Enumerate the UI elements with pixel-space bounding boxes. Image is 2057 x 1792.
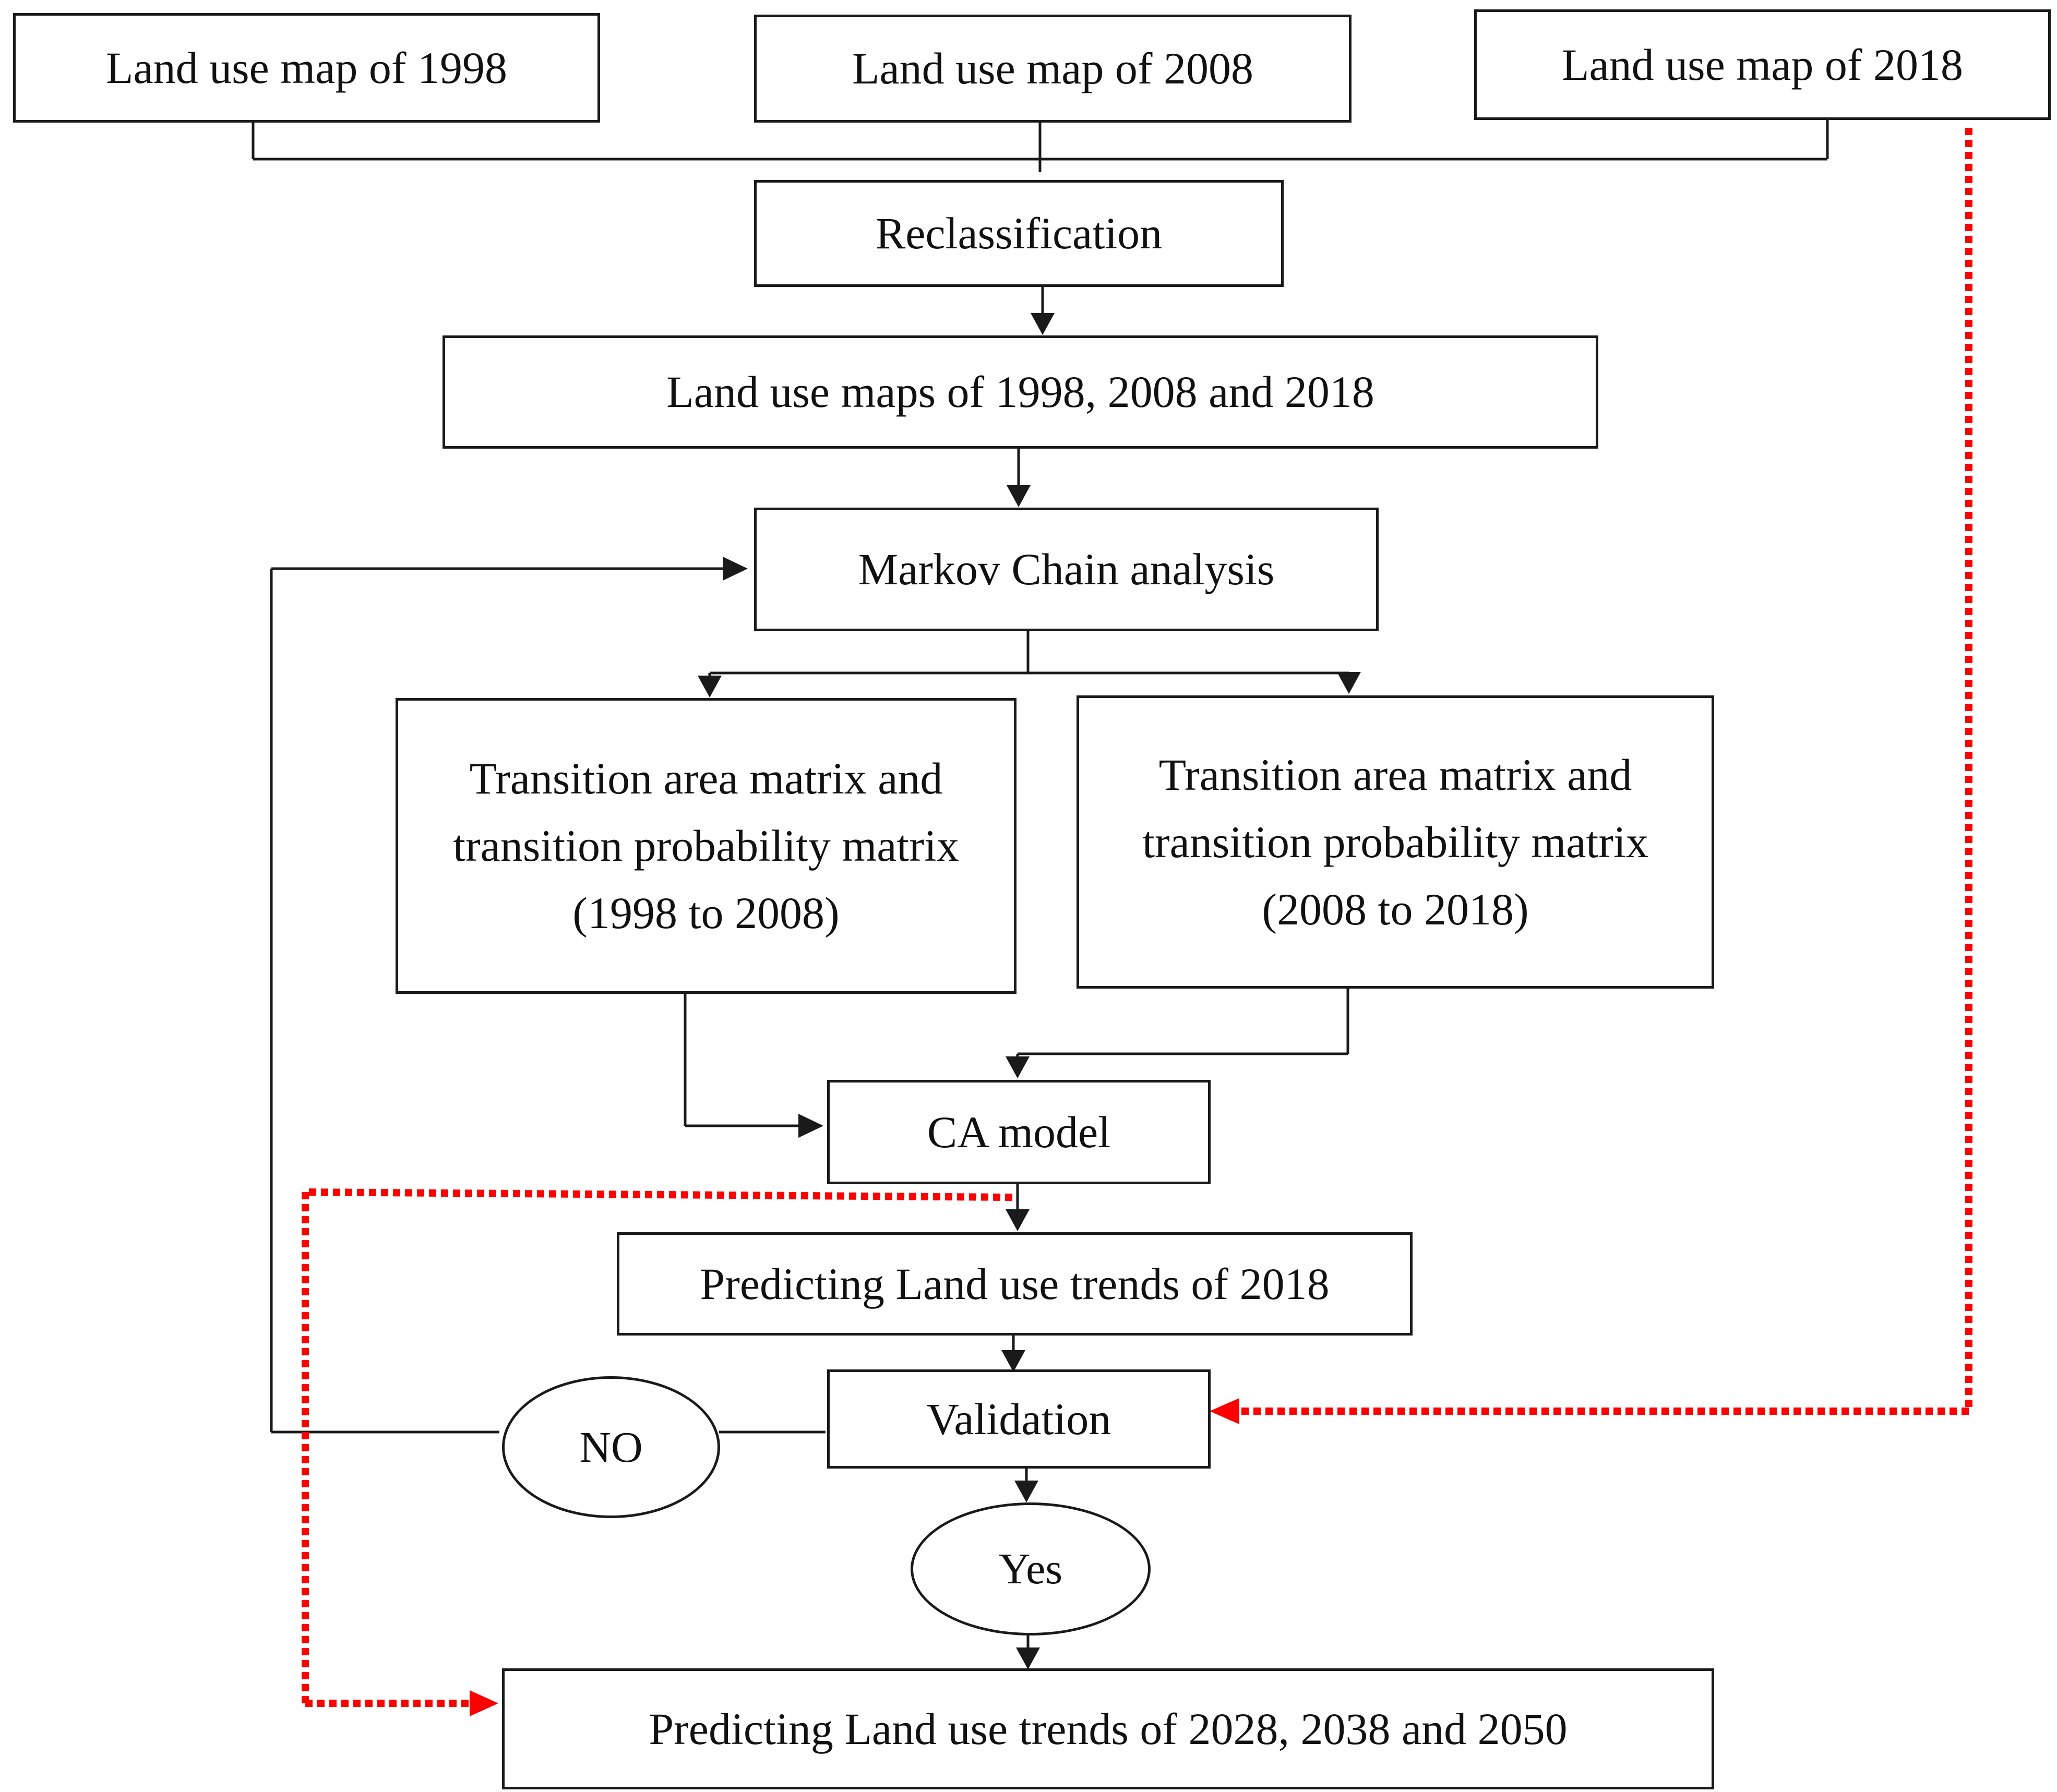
ca-model-box: CA model [827,1080,1211,1184]
transition-a-line3: (1998 to 2008) [572,888,840,938]
land-use-map-1998-label: Land use map of 1998 [105,42,508,93]
transition-b-line1: Transition area matrix and [1158,749,1632,800]
land-use-map-2018-label: Land use map of 2018 [1561,39,1964,90]
land-use-maps-all-box: Land use maps of 1998, 2008 and 2018 [443,335,1598,449]
ca-model-label: CA model [927,1107,1111,1157]
predict-2018-label: Predicting Land use trends of 2018 [700,1258,1330,1309]
land-use-map-2008-box: Land use map of 2008 [754,15,1352,123]
reclassification-box: Reclassification [754,180,1284,287]
predict-future-box: Predicting Land use trends of 2028, 2038… [502,1668,1714,1789]
predict-2018-box: Predicting Land use trends of 2018 [617,1232,1413,1336]
validation-label: Validation [926,1393,1111,1444]
yes-label: Yes [998,1545,1063,1593]
land-use-map-1998-box: Land use map of 1998 [13,13,600,123]
red-arrowheads [470,1398,1239,1716]
land-use-map-2008-label: Land use map of 2008 [852,43,1254,93]
no-decision-oval: NO [502,1376,720,1518]
yes-decision-oval: Yes [911,1502,1151,1635]
transition-a-line1: Transition area matrix and [469,753,943,803]
no-label: NO [579,1423,643,1472]
transition-b-line3: (2008 to 2018) [1262,884,1529,934]
transition-b-line2: transition probability matrix [1142,816,1648,867]
reclassification-label: Reclassification [875,208,1163,258]
markov-chain-box: Markov Chain analysis [754,508,1379,631]
markov-chain-label: Markov Chain analysis [858,544,1275,594]
validation-box: Validation [827,1369,1211,1469]
transition-matrix-1998-2008-box: Transition area matrix and transition pr… [396,698,1016,994]
land-use-maps-all-label: Land use maps of 1998, 2008 and 2018 [666,367,1374,417]
transition-a-line2: transition probability matrix [453,821,959,871]
predict-future-label: Predicting Land use trends of 2028, 2038… [649,1703,1568,1754]
land-use-map-2018-box: Land use map of 2018 [1474,9,2051,120]
dotted-connectors [302,128,1972,1707]
black-arrowheads [698,313,1361,1669]
transition-matrix-2008-2018-box: Transition area matrix and transition pr… [1077,695,1714,989]
black-connectors [252,120,1829,1649]
